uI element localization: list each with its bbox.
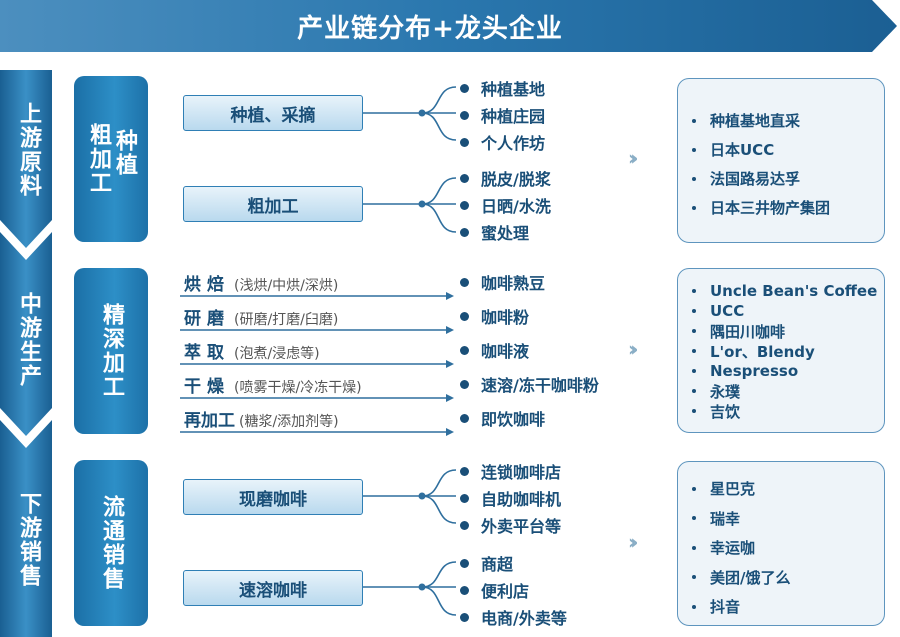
list-item: 电商/外卖等 — [460, 605, 567, 629]
midstream-products: 咖啡熟豆 咖啡粉 咖啡液 速溶/冻干咖啡粉 即饮咖啡 — [460, 270, 599, 430]
list-item: 瑞幸 — [692, 504, 884, 534]
list-item: Nespresso — [692, 361, 884, 381]
list-item: 吉饮 — [692, 401, 884, 421]
company-box-upstream: 种植基地直采 日本UCC 法国路易达孚 日本三井物产集团 — [677, 78, 885, 243]
list-item: 日本三井物产集团 — [692, 193, 884, 222]
category-planting-label: 种植 — [112, 129, 137, 177]
list-item: 自助咖啡机 — [460, 486, 561, 510]
process-row: 干燥(喷雾干燥/冷冻干燥) — [184, 377, 362, 397]
step-planting-picking-label: 种植、采摘 — [230, 105, 316, 126]
process-row: 萃取(泡煮/浸虑等) — [184, 343, 320, 363]
list-item: 外卖平台等 — [460, 513, 561, 537]
category-deep-processing: 精深加工 — [74, 268, 148, 434]
category-rough-label: 粗加工 — [86, 123, 111, 195]
title-banner — [0, 0, 897, 52]
list-item: 抖音 — [692, 592, 884, 622]
step-fresh-ground: 现磨咖啡 — [183, 479, 363, 515]
double-chevron-icon: ›› — [628, 337, 639, 361]
category-distribution-label: 流通销售 — [99, 495, 124, 591]
step-instant-label: 速溶咖啡 — [239, 580, 307, 601]
double-chevron-icon: ›› — [628, 530, 639, 554]
upstream-items-group-2: 脱皮/脱浆 日晒/水洗 蜜处理 — [460, 166, 551, 244]
list-item: 商超 — [460, 551, 567, 575]
list-item: 蜜处理 — [460, 220, 551, 244]
process-row: 再加工(糖浆/添加剂等) — [184, 411, 339, 431]
company-box-downstream: 星巴克 瑞幸 幸运咖 美团/饿了么 抖音 — [677, 461, 885, 626]
list-item: L'or、Blendy — [692, 341, 884, 361]
list-item: 即饮咖啡 — [460, 406, 599, 430]
list-item: 速溶/冻干咖啡粉 — [460, 372, 599, 396]
page-title: 产业链分布+龙头企业 — [297, 13, 563, 44]
stage-downstream-label: 下游销售 — [16, 492, 41, 588]
list-item: 日本UCC — [692, 135, 884, 164]
list-item: 种植庄园 — [460, 103, 545, 127]
step-planting-picking: 种植、采摘 — [183, 95, 363, 131]
step-instant: 速溶咖啡 — [183, 570, 363, 606]
double-chevron-icon: ›› — [628, 146, 639, 170]
list-item: 美团/饿了么 — [692, 563, 884, 593]
upstream-items-group-1: 种植基地 种植庄园 个人作坊 — [460, 76, 545, 154]
list-item: 日晒/水洗 — [460, 193, 551, 217]
list-item: 幸运咖 — [692, 533, 884, 563]
stage-arrow-column — [0, 70, 52, 637]
list-item: 便利店 — [460, 578, 567, 602]
list-item: Uncle Bean's Coffee — [692, 281, 884, 301]
list-item: 个人作坊 — [460, 130, 545, 154]
list-item: 咖啡液 — [460, 338, 599, 362]
stage-midstream-label: 中游生产 — [16, 292, 41, 388]
list-item: 种植基地直采 — [692, 106, 884, 135]
list-item: 连锁咖啡店 — [460, 459, 561, 483]
connector-lines — [180, 86, 457, 616]
downstream-items-group-2: 商超 便利店 电商/外卖等 — [460, 551, 567, 629]
category-deep-label: 精深加工 — [99, 303, 124, 399]
step-fresh-ground-label: 现磨咖啡 — [239, 489, 307, 510]
list-item: 星巴克 — [692, 474, 884, 504]
step-rough-processing: 粗加工 — [183, 186, 363, 222]
category-rough-processing: 粗加工 种植 — [74, 76, 148, 242]
list-item: UCC — [692, 301, 884, 321]
step-rough-processing-label: 粗加工 — [247, 196, 299, 217]
company-box-midstream: Uncle Bean's Coffee UCC 隅田川咖啡 L'or、Blend… — [677, 268, 885, 433]
process-row: 烘焙(浅烘/中烘/深烘) — [184, 275, 339, 295]
list-item: 隅田川咖啡 — [692, 321, 884, 341]
list-item: 法国路易达孚 — [692, 164, 884, 193]
downstream-items-group-1: 连锁咖啡店 自助咖啡机 外卖平台等 — [460, 459, 561, 537]
list-item: 永璞 — [692, 381, 884, 401]
stage-upstream-label: 上游原料 — [16, 102, 41, 198]
list-item: 脱皮/脱浆 — [460, 166, 551, 190]
list-item: 咖啡熟豆 — [460, 270, 599, 294]
process-row: 研磨(研磨/打磨/臼磨) — [184, 309, 339, 329]
midstream-processes: 烘焙(浅烘/中烘/深烘) 研磨(研磨/打磨/臼磨) 萃取(泡煮/浸虑等) 干燥(… — [184, 270, 362, 431]
list-item: 种植基地 — [460, 76, 545, 100]
list-item: 咖啡粉 — [460, 304, 599, 328]
category-distribution: 流通销售 — [74, 460, 148, 626]
